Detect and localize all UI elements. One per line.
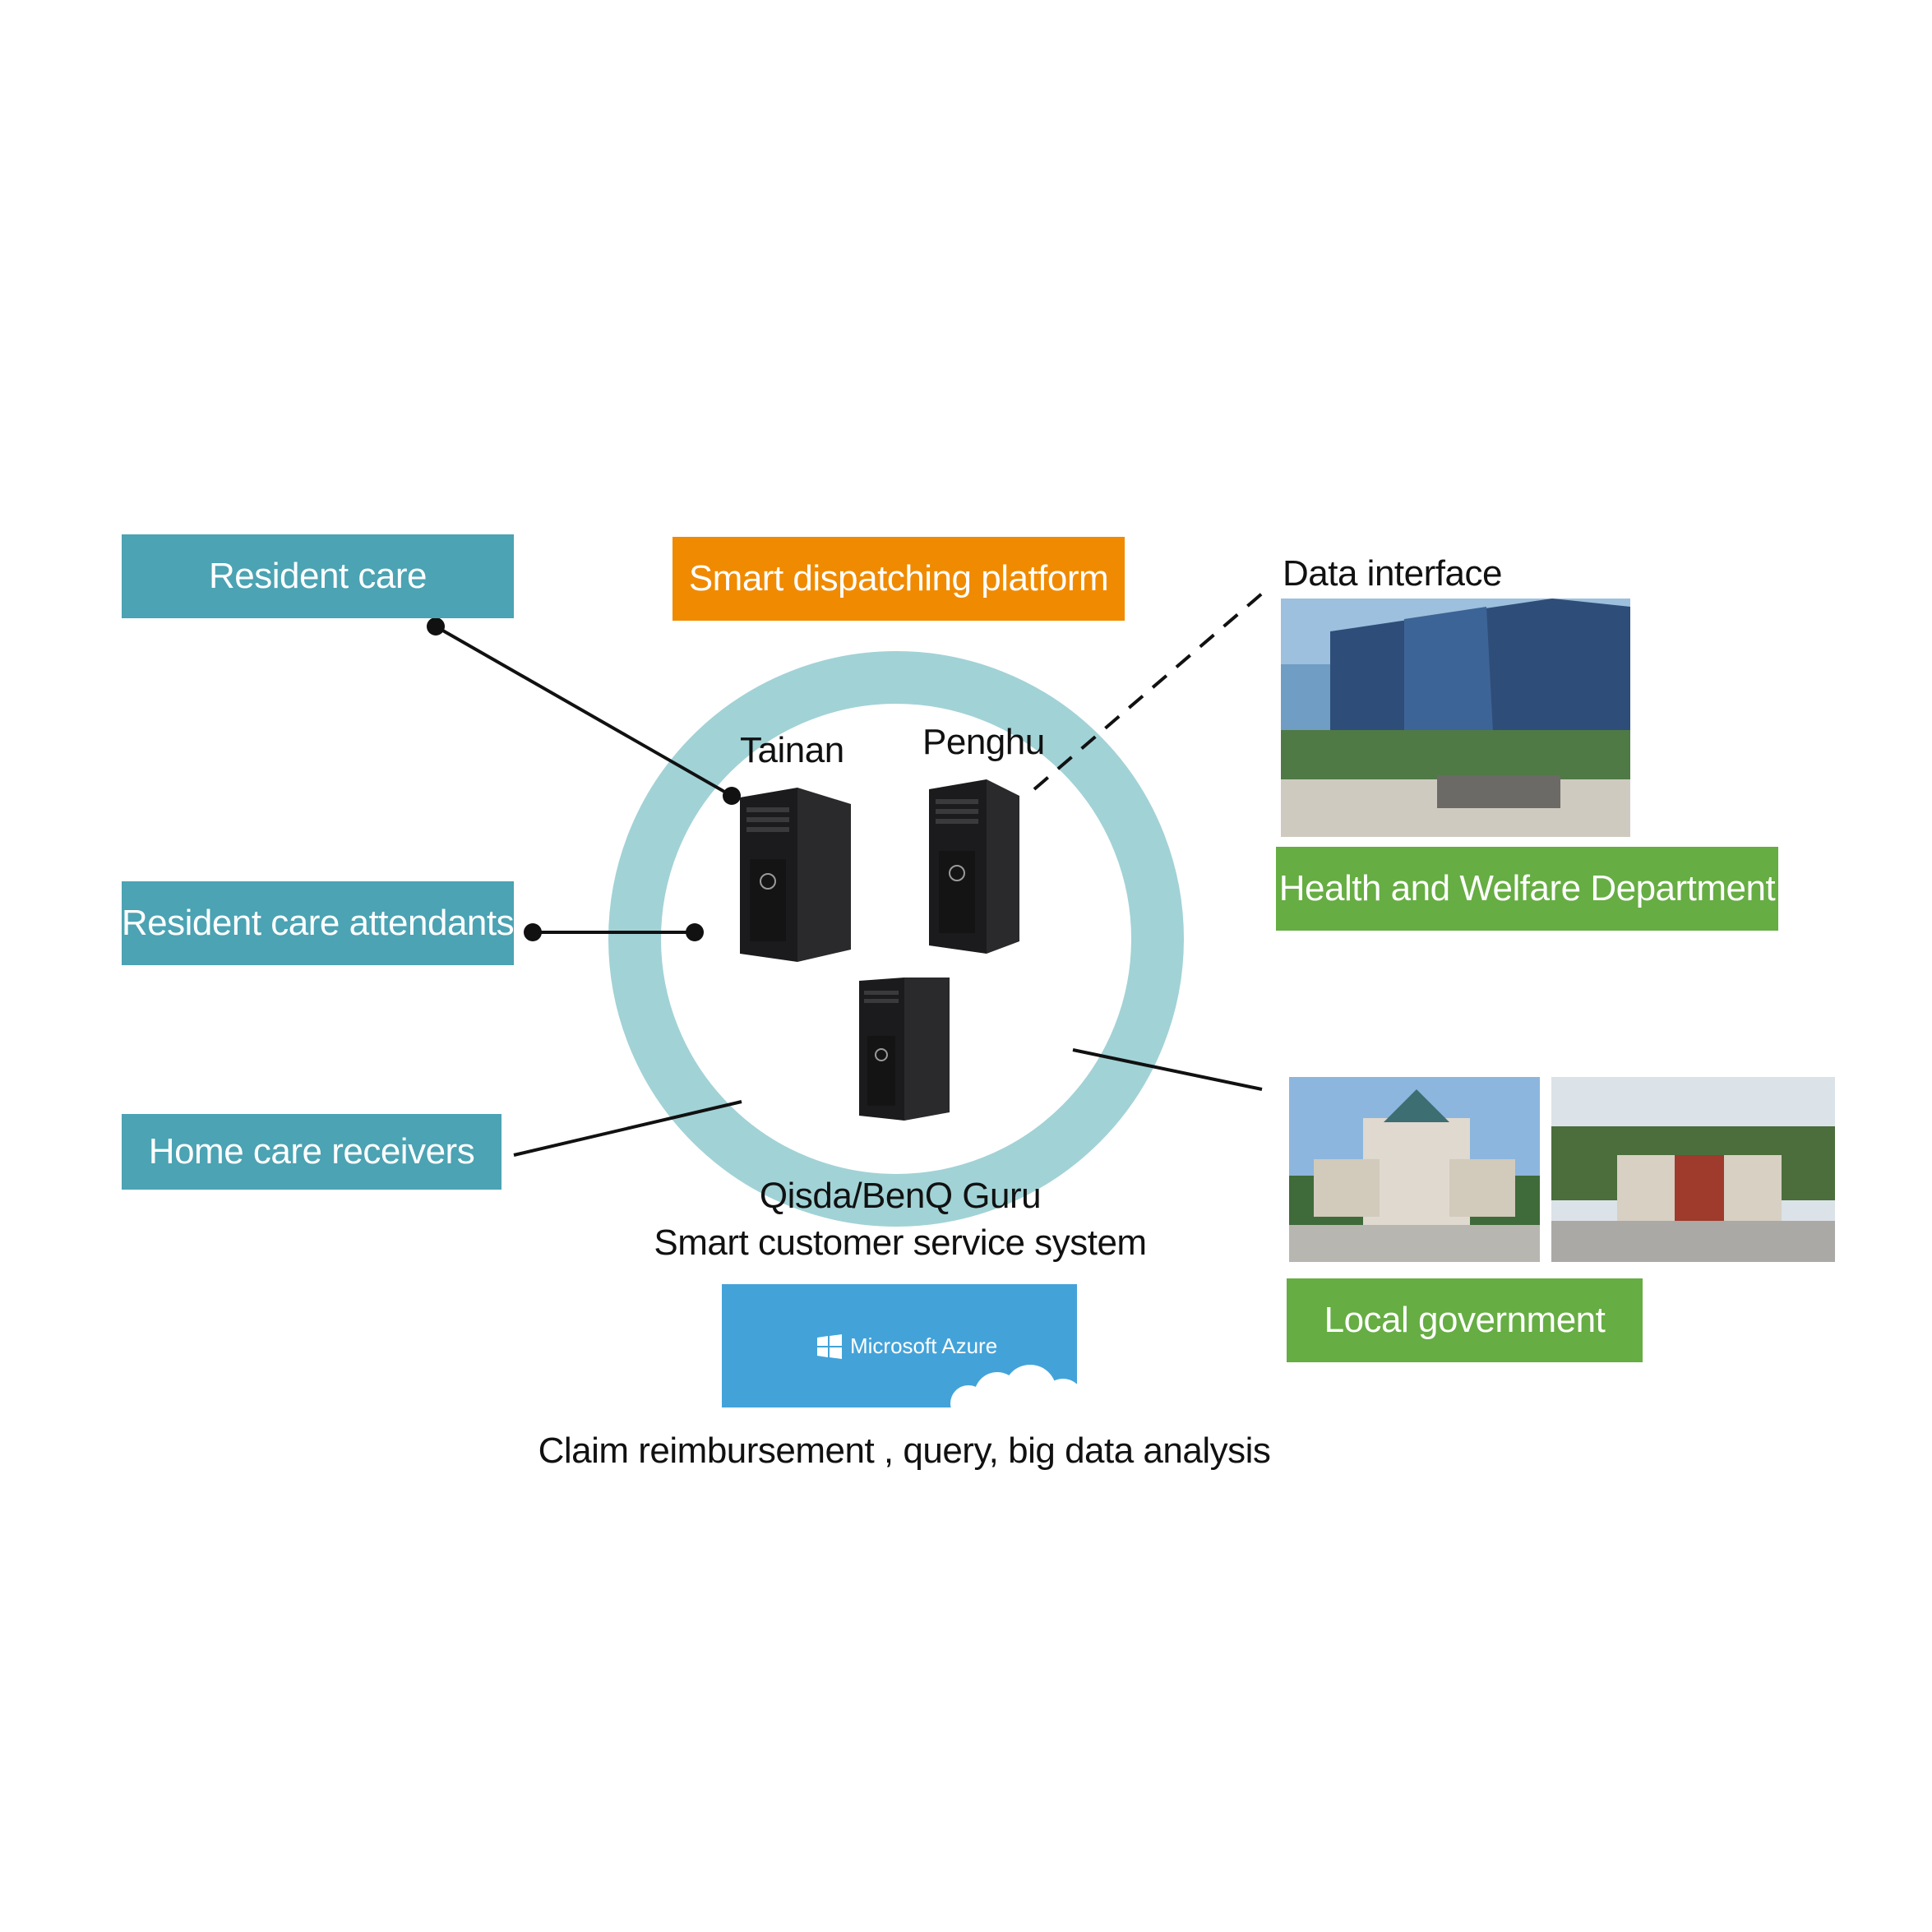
connector-home-care: [513, 1100, 742, 1157]
resident-care-box: Resident care: [122, 534, 514, 618]
connector-dot: [427, 617, 445, 636]
server-tower-icon: [859, 978, 950, 1121]
data-interface-label: Data interface: [1283, 553, 1502, 594]
local-gov-box: Local government: [1287, 1278, 1643, 1362]
home-care-receivers-label: Home care receivers: [148, 1131, 475, 1172]
health-dept-box: Health and Welfare Department: [1276, 847, 1778, 931]
cloud-icon: [950, 1365, 1077, 1407]
resident-care-attendants-box: Resident care attendants: [121, 881, 515, 965]
health-dept-label: Health and Welfare Department: [1278, 868, 1776, 908]
server-tower-icon: [740, 788, 851, 962]
building-photo: [1551, 1077, 1835, 1262]
server-label-penghu: Penghu: [922, 722, 1045, 762]
home-care-receivers-box: Home care receivers: [122, 1114, 501, 1190]
connector-dot: [524, 923, 542, 941]
azure-brand: Microsoft Azure: [850, 1333, 998, 1358]
connector-data-interface: [1033, 592, 1264, 791]
building-photo: [1281, 599, 1630, 837]
azure-logo: Microsoft Azure: [817, 1333, 997, 1359]
platform-ring: [608, 651, 1184, 1227]
connector-dot: [723, 787, 741, 805]
platform-title: Smart dispatching platform: [688, 558, 1109, 599]
resident-care-label: Resident care: [209, 556, 427, 596]
local-gov-label: Local government: [1324, 1300, 1606, 1340]
resident-care-attendants-label: Resident care attendants: [121, 903, 515, 943]
windows-logo-icon: [817, 1333, 842, 1359]
system-name-line2: Smart customer service system: [654, 1223, 1147, 1263]
cloud-caption: Claim reimbursement , query, big data an…: [538, 1431, 1271, 1471]
connector-resident-care: [435, 625, 733, 797]
azure-banner: Microsoft Azure: [722, 1284, 1077, 1407]
system-name-line1: Qisda/BenQ Guru: [759, 1176, 1042, 1216]
server-tower-icon: [929, 779, 1019, 954]
platform-title-box: Smart dispatching platform: [673, 537, 1125, 621]
building-photo: [1289, 1077, 1540, 1262]
server-label-tainan: Tainan: [740, 730, 844, 770]
connector-local-government: [1072, 1048, 1263, 1091]
connector-dot: [686, 923, 704, 941]
